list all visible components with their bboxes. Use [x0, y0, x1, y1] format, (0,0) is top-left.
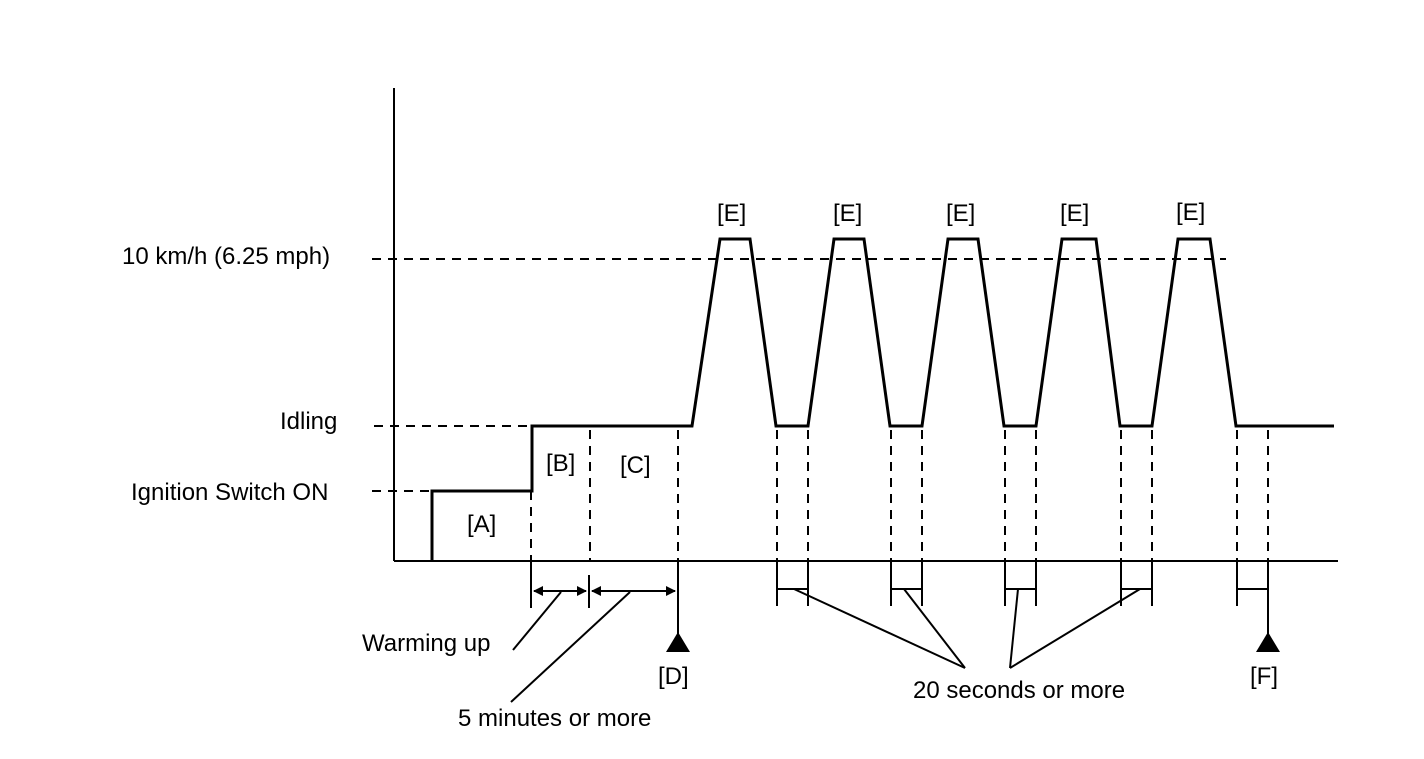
peak-label: [E] — [717, 200, 746, 227]
idle-bracket — [1004, 561, 1037, 606]
speed-trace — [430, 237, 1334, 561]
point-d-label: [D] — [658, 663, 689, 690]
segment-a-label: [A] — [467, 511, 496, 538]
segment-c-label: [C] — [620, 452, 651, 479]
point-f-label: [F] — [1250, 663, 1278, 690]
warming-up-leader — [512, 591, 562, 651]
peak-label: [E] — [946, 200, 975, 227]
point-f-marker — [1256, 632, 1280, 652]
idle-brackets — [776, 561, 1269, 636]
segment-b-label: [B] — [546, 450, 575, 477]
peak-label: [E] — [1176, 199, 1205, 226]
idle-bracket — [890, 561, 923, 606]
five-minutes-leader — [510, 591, 631, 703]
phase-dashed-lines — [530, 430, 1269, 561]
warming-up-label: Warming up — [362, 630, 490, 657]
point-d-marker — [666, 632, 690, 652]
idle-bracket — [1236, 561, 1268, 606]
idle-bracket — [1120, 561, 1153, 606]
twenty-seconds-leaders — [793, 588, 1141, 669]
five-minutes-label: 5 minutes or more — [458, 705, 651, 732]
five-minute-bracket — [591, 561, 679, 636]
peak-label: [E] — [833, 200, 862, 227]
idle-bracket — [776, 561, 809, 606]
idling-level-label: Idling — [280, 408, 337, 435]
ignition-level-label: Ignition Switch ON — [131, 479, 328, 506]
speed-level-label: 10 km/h (6.25 mph) — [122, 243, 330, 270]
peak-label: [E] — [1060, 200, 1089, 227]
twenty-seconds-label: 20 seconds or more — [913, 677, 1125, 704]
warmup-bracket — [530, 561, 590, 608]
